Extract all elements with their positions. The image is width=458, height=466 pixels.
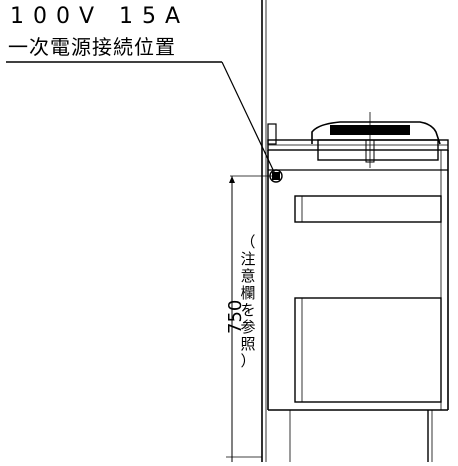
drawer-lower [294, 297, 442, 403]
height-note-char: 意 [240, 267, 256, 285]
connection-position-label: 一次電源接続位置 [8, 35, 176, 59]
cooktop-base [317, 139, 439, 161]
drawer-upper [294, 195, 442, 223]
dim-arrow-top [229, 176, 235, 183]
height-note-char: ） [240, 352, 256, 370]
power-spec-label: 100V 15A [10, 4, 190, 29]
leader-line [221, 61, 277, 177]
height-note-char: 注 [240, 250, 256, 268]
height-note-char: 参 [240, 318, 256, 336]
cooktop-body [311, 121, 441, 145]
height-note-char: を [240, 301, 256, 319]
height-note-char: 欄 [240, 284, 256, 302]
height-dimension-note: （注意欄を参照） [238, 234, 258, 370]
height-note-char: 照 [240, 335, 256, 353]
height-note-char: （ [240, 233, 256, 251]
backsplash [267, 123, 277, 145]
cooktop-knob [365, 139, 375, 163]
